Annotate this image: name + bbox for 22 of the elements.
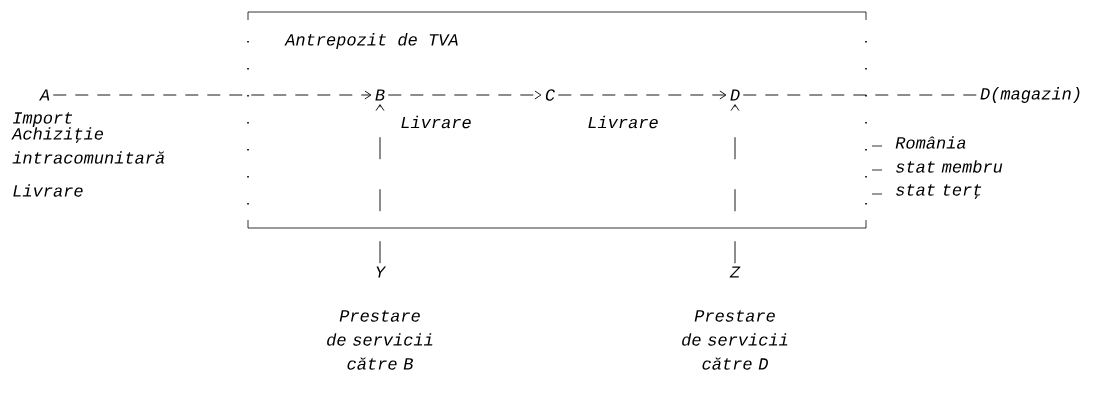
edge-label: Livrare — [586, 114, 660, 130]
edge-label: Livrare — [399, 114, 473, 130]
node-letter: B — [375, 89, 385, 101]
node-caption: Prestare de servicii către D — [682, 310, 788, 370]
node-letter: C — [545, 89, 555, 101]
arrow — [730, 104, 740, 264]
side-label: Livrare — [13, 184, 83, 197]
node-caption: Prestare de servicii către B — [327, 310, 433, 370]
side-label: Import — [13, 112, 73, 128]
side-label: stat membru — [896, 160, 1003, 173]
arrow — [52, 90, 372, 100]
node-letter: Z — [729, 266, 741, 278]
arrow — [375, 104, 385, 264]
node-letter: A — [39, 89, 50, 101]
arrow — [557, 90, 727, 100]
side-label: stat terţ — [896, 184, 982, 200]
arrow — [387, 90, 542, 100]
node-letter: D(magazin) — [980, 87, 1080, 103]
node-letter: D — [730, 89, 740, 101]
side-label: România — [895, 136, 966, 149]
side-label: Achiziţie intracomunitară — [11, 127, 164, 164]
node-letter: Y — [376, 266, 387, 278]
